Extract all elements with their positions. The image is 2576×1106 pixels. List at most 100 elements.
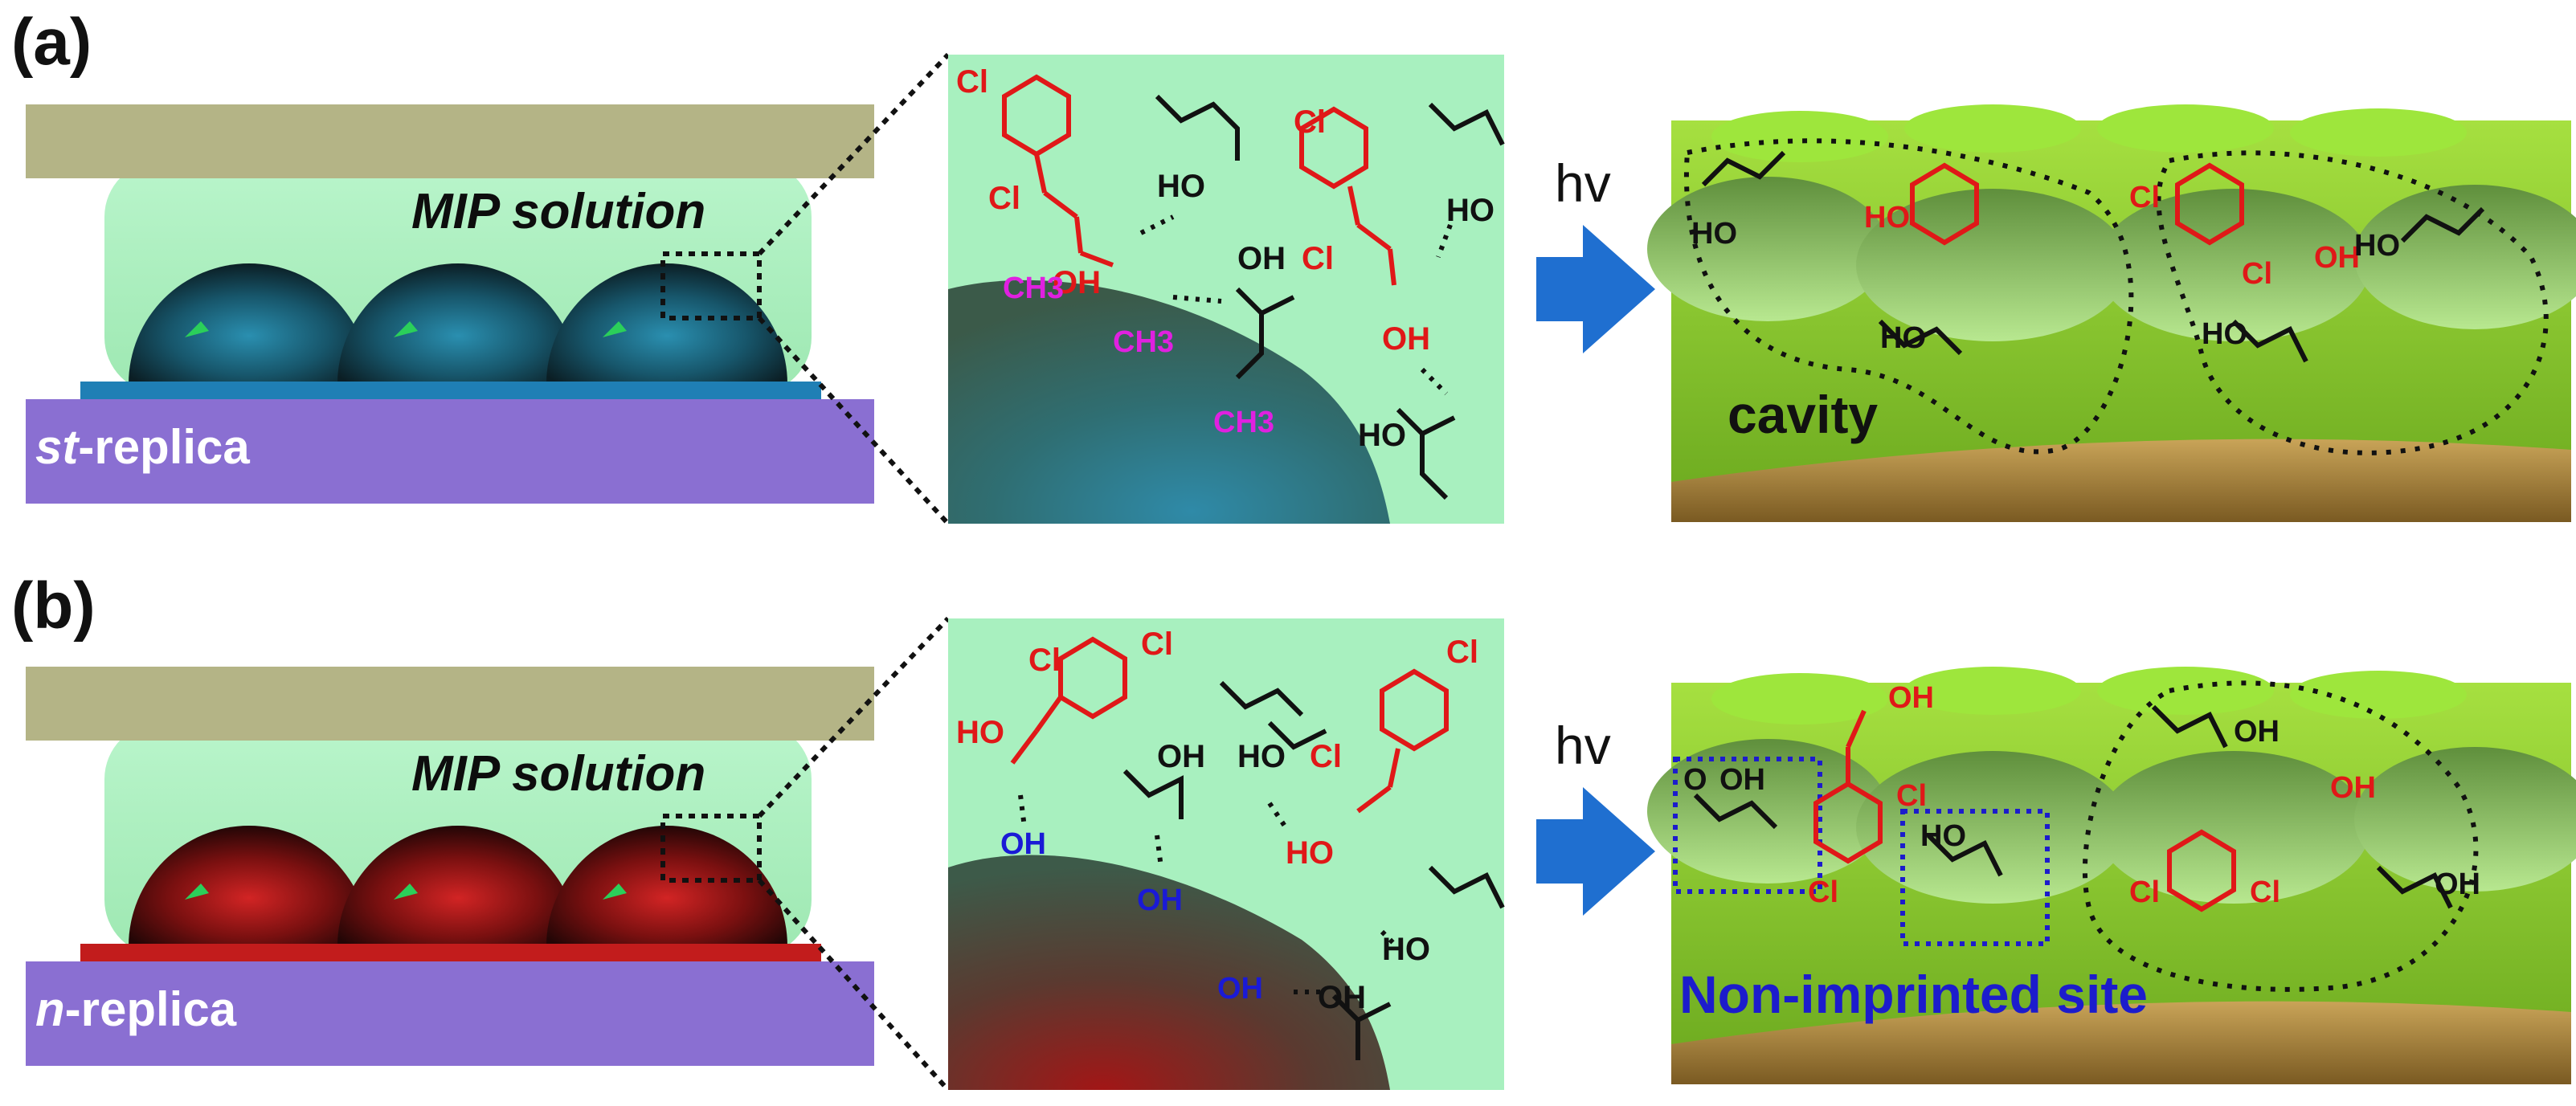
atom-label: HO: [2354, 229, 2400, 263]
template-molecule: [1813, 709, 2236, 912]
replica-suffix: -replica: [64, 982, 237, 1036]
surface-pit: [1904, 667, 2081, 715]
atom-label: Cl: [956, 64, 988, 100]
atom-label: OH: [1888, 681, 1934, 715]
film-rim: [1671, 1001, 2571, 1084]
atom-label: Cl: [1446, 635, 1478, 670]
surface-group-label: CH3: [1113, 325, 1175, 359]
panel-b-zoom: [948, 618, 1505, 1090]
hydrogen-bond: [1139, 214, 1453, 396]
non-imprinted-box: [1673, 757, 1822, 894]
arrow-label: hv: [1555, 153, 1611, 213]
atom-label: HO: [1286, 835, 1334, 871]
replica-base: [26, 961, 874, 1066]
surface-group-label: CH3: [1213, 406, 1275, 439]
atom-label: Cl: [2242, 257, 2272, 291]
atom-label: O: [1683, 763, 1707, 797]
atom-label: Cl: [1294, 104, 1326, 140]
zoom-line: [757, 878, 951, 1092]
bead-surface: [948, 280, 1390, 524]
atom-label: OH: [2234, 715, 2280, 749]
atom-label: HO: [956, 715, 1004, 750]
bead-sphere: [546, 826, 787, 946]
top-plate: [26, 667, 874, 741]
panel-a-surface: [1647, 104, 2576, 522]
process-arrow: [1536, 787, 1655, 916]
arrow-label: hv: [1555, 716, 1611, 775]
film-rim: [1671, 439, 2571, 522]
cavity-label: cavity: [1728, 385, 1879, 444]
highlight: [185, 321, 627, 337]
non-imprinted-label: Non-imprinted site: [1679, 965, 2149, 1024]
atom-label: OH: [1318, 980, 1366, 1015]
atom-label: Cl: [2250, 875, 2280, 909]
cavity-pit: [2354, 747, 2576, 892]
atom-label: Cl: [2129, 875, 2160, 909]
atom-label: HO: [1880, 321, 1926, 355]
mip-solution-label: MIP solution: [411, 184, 706, 239]
replica-prefix: n: [35, 982, 65, 1036]
surface-group-label: CH3: [1003, 271, 1065, 305]
surface-pit: [1711, 111, 1888, 162]
atom-label: OH: [2435, 867, 2480, 901]
surface-pit: [2290, 108, 2467, 157]
atom-label: OH: [1719, 763, 1765, 797]
surface-pit: [2097, 104, 2274, 153]
replica-prefix: st: [35, 420, 79, 474]
atom-label: OH: [2314, 241, 2360, 275]
surface-pit: [2097, 667, 2274, 715]
non-imprinted-box: [1900, 809, 2050, 946]
zoom-box: [660, 251, 762, 320]
highlight: [185, 884, 627, 900]
atom-label: HO: [1382, 932, 1430, 967]
template-molecule: [1010, 636, 1449, 814]
cavity-pit: [2097, 189, 2370, 341]
cavity-outline: [2082, 680, 2479, 992]
atom-label: HO: [1157, 169, 1205, 204]
bead-sphere: [337, 826, 579, 946]
atom-label: HO: [1920, 819, 1966, 853]
zoom-line: [757, 316, 951, 526]
atom-label: HO: [1358, 418, 1406, 453]
cavity-pit: [1647, 177, 1888, 321]
panel-b-surface: [1647, 667, 2576, 1084]
monomer: [1701, 150, 2485, 363]
atom-label: HO: [1446, 193, 1494, 228]
atom-label: OH: [1237, 241, 1286, 276]
bead-sphere: [129, 263, 370, 384]
atom-label: OH: [2330, 771, 2376, 805]
atom-label: Cl: [1310, 739, 1342, 774]
cavity-pit: [1856, 189, 2129, 341]
base-strip: [80, 382, 821, 399]
monomer: [1155, 94, 1505, 500]
surface-pit: [1711, 673, 1888, 724]
replica-suffix: -replica: [78, 420, 250, 474]
replica-label: st-replica: [35, 419, 250, 475]
template-molecule: [1910, 162, 2244, 246]
surface-group-label: OH: [1137, 884, 1183, 917]
atom-label: OH: [1053, 265, 1101, 300]
cavity-pit: [1856, 751, 2129, 904]
template-molecule: [1002, 74, 1114, 267]
base-strip: [80, 944, 821, 961]
atom-label: OH: [1382, 321, 1430, 357]
process-arrow: [1536, 225, 1655, 353]
bead-sphere: [129, 826, 370, 946]
atom-label: HO: [1691, 217, 1737, 251]
surface-group-label: OH: [1000, 827, 1046, 861]
replica-base: [26, 399, 874, 504]
atom-label: Cl: [1302, 241, 1334, 276]
atom-label: Cl: [988, 181, 1020, 216]
surface-group-label: OH: [1217, 972, 1263, 1006]
monomer: [1693, 704, 2453, 909]
atom-label: Cl: [1028, 643, 1061, 678]
panel-b-stack: [26, 616, 951, 1092]
atom-label: OH: [1157, 739, 1205, 774]
surface-pit: [1904, 104, 2081, 153]
surface-pit: [2290, 671, 2467, 719]
replica-label: n-replica: [35, 982, 236, 1037]
hydrogen-bond: [1018, 794, 1400, 994]
bead-surface: [948, 855, 1390, 1090]
